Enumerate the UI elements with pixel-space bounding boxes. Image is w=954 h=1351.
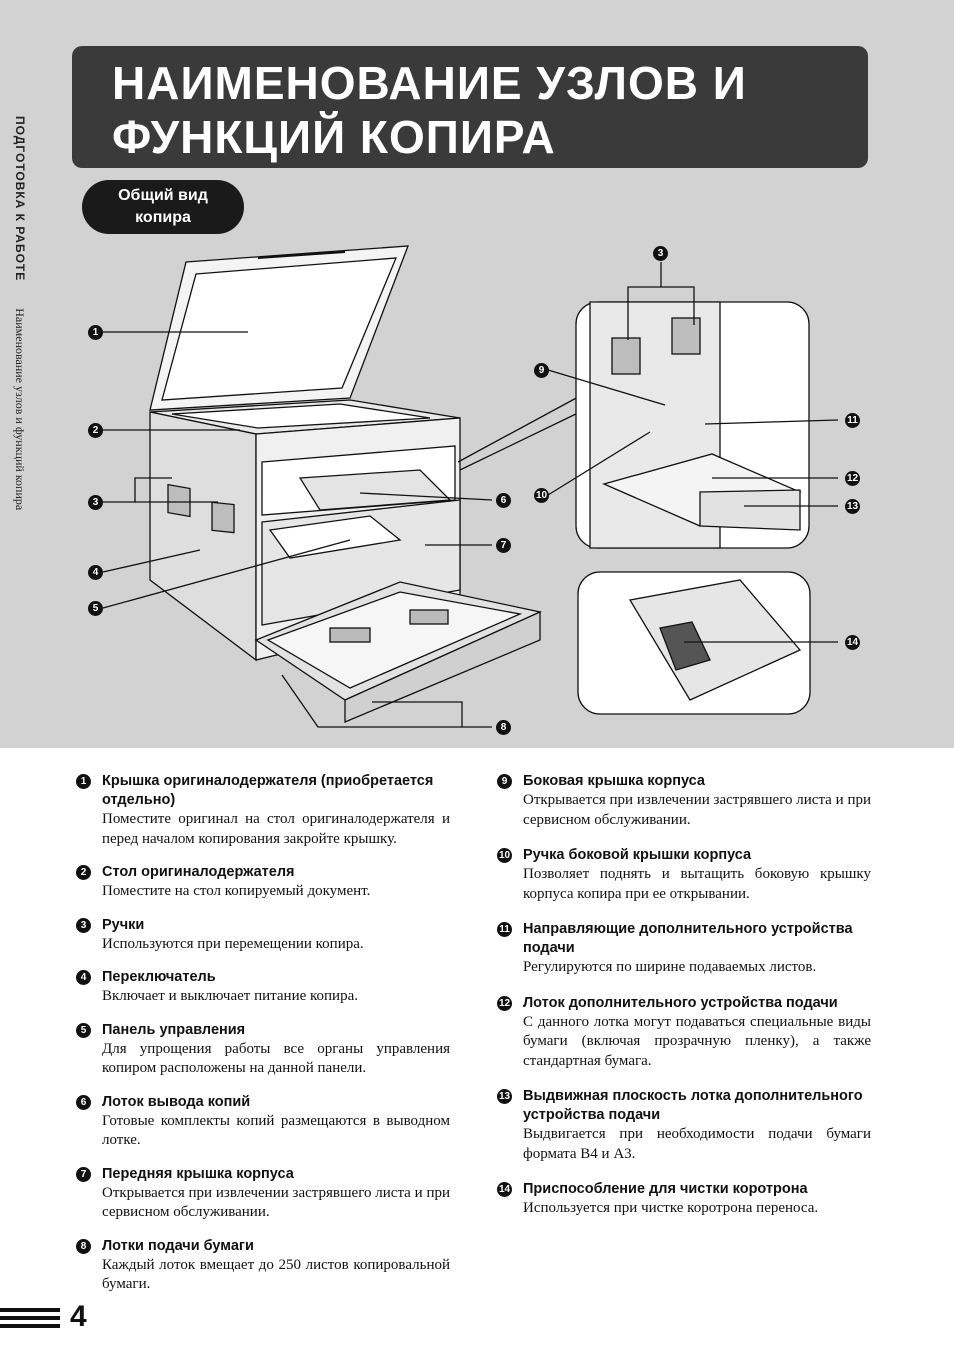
legend-item: 3 Ручки Используются при перемещении коп… bbox=[76, 916, 450, 955]
legend-marker: 5 bbox=[76, 1022, 91, 1038]
callout-4: 4 bbox=[88, 565, 103, 580]
legend-item: 9 Боковая крышка корпуса Открывается при… bbox=[497, 772, 871, 830]
callout-1: 1 bbox=[88, 325, 103, 340]
legend-desc: Открывается при извлечении застрявшего л… bbox=[102, 1184, 450, 1221]
control-panel-drawing bbox=[268, 515, 402, 559]
legend-item: 4 Переключатель Включает и выключает пит… bbox=[76, 968, 450, 1007]
page-title: НАИМЕНОВАНИЕ УЗЛОВ И ФУНКЦИЙ КОПИРА bbox=[72, 46, 868, 168]
legend-item: 1 Крышка оригиналодержателя (приобретает… bbox=[76, 772, 450, 849]
section-badge-line2: копира bbox=[135, 209, 191, 226]
callout-8: 8 bbox=[496, 720, 511, 735]
legend-marker: 13 bbox=[497, 1089, 512, 1104]
legend-title: Передняя крышка корпуса bbox=[102, 1165, 294, 1182]
legend-marker: 14 bbox=[497, 1182, 512, 1197]
exit-tray-drawing bbox=[298, 469, 452, 511]
legend-item: 10 Ручка боковой крышки корпуса Позволяе… bbox=[497, 846, 871, 904]
legend-desc: Готовые комплекты копий размещаются в вы… bbox=[102, 1112, 450, 1149]
legend-desc: Открывается при извлечении застрявшего л… bbox=[523, 792, 871, 828]
legend-title: Лоток вывода копий bbox=[102, 1093, 251, 1110]
page-number: 4 bbox=[70, 1300, 87, 1333]
legend-desc: Используются при перемещении копира. bbox=[102, 935, 364, 952]
legend-title: Панель управления bbox=[102, 1021, 246, 1038]
legend-desc: Выдвигается при необходимости подачи бум… bbox=[523, 1126, 871, 1162]
legend-item: 13 Выдвижная плоскость лотка дополнитель… bbox=[497, 1087, 871, 1164]
callout-11: 11 bbox=[845, 413, 860, 428]
legend-title: Выдвижная плоскость лотка дополнительног… bbox=[523, 1088, 863, 1123]
legend-desc: Для упрощения работы все органы управлен… bbox=[102, 1040, 450, 1077]
legend-title: Боковая крышка корпуса bbox=[523, 773, 705, 789]
callout-13: 13 bbox=[845, 499, 860, 514]
page-title-line2: ФУНКЦИЙ КОПИРА bbox=[112, 111, 556, 163]
legend-item: 8 Лотки подачи бумаги Каждый лоток вмеща… bbox=[76, 1237, 450, 1295]
legend-marker: 10 bbox=[497, 848, 512, 863]
legend-item: 5 Панель управления Для упрощения работы… bbox=[76, 1021, 450, 1079]
copier-illustration bbox=[102, 245, 839, 728]
legend-title: Крышка оригиналодержателя (приобретается… bbox=[102, 773, 434, 808]
legend-item: 7 Передняя крышка корпуса Открывается пр… bbox=[76, 1165, 450, 1223]
side-tab-subsection: Наименование узлов и функций копира bbox=[13, 308, 27, 511]
legend-desc: Регулируются по ширине подаваемых листов… bbox=[523, 959, 817, 975]
legend-desc: Позволяет поднять и вытащить боковую кры… bbox=[523, 866, 871, 902]
callout-6: 6 bbox=[496, 493, 511, 508]
callout-12: 12 bbox=[845, 471, 860, 486]
legend-marker: 1 bbox=[76, 774, 91, 789]
callout-2: 2 bbox=[88, 423, 103, 438]
legend-marker: 8 bbox=[76, 1238, 91, 1254]
callout-9: 9 bbox=[534, 363, 549, 378]
legend-title: Стол оригиналодержателя bbox=[102, 864, 295, 880]
legend-marker: 11 bbox=[497, 922, 512, 937]
legend-marker: 7 bbox=[76, 1166, 91, 1182]
legend-item: 2 Стол оригиналодержателя Поместите на с… bbox=[76, 863, 450, 902]
legend-marker: 6 bbox=[76, 1094, 91, 1110]
legend-item: 11 Направляющие дополнительного устройст… bbox=[497, 920, 871, 978]
legend-left-column: 1 Крышка оригиналодержателя (приобретает… bbox=[76, 772, 450, 1295]
legend-item: 6 Лоток вывода копий Готовые комплекты к… bbox=[76, 1093, 450, 1151]
legend-title: Приспособление для чистки коротрона bbox=[523, 1181, 808, 1197]
callout-3-detail: 3 bbox=[653, 246, 668, 261]
legend-marker: 3 bbox=[76, 917, 91, 933]
callout-14: 14 bbox=[845, 635, 860, 650]
legend-marker: 12 bbox=[497, 995, 512, 1011]
page-number-bars bbox=[0, 1308, 60, 1332]
legend-desc: Используется при чистке коротрона перено… bbox=[523, 1200, 819, 1216]
legend-item: 12 Лоток дополнительного устройства пода… bbox=[497, 994, 871, 1072]
section-badge: Общий вид копира bbox=[82, 180, 244, 234]
legend-item: 14 Приспособление для чистки коротрона И… bbox=[497, 1180, 871, 1219]
side-tab-section: ПОДГОТОВКА К РАБОТЕ bbox=[13, 116, 27, 282]
callout-5: 5 bbox=[88, 601, 103, 616]
legend-title: Переключатель bbox=[102, 969, 216, 985]
legend-title: Лотки подачи бумаги bbox=[102, 1237, 254, 1254]
callout-10: 10 bbox=[534, 488, 549, 503]
legend-marker: 4 bbox=[76, 970, 91, 985]
corona-cleaner-drawing bbox=[659, 621, 711, 671]
legend-title: Ручка боковой крышки корпуса bbox=[523, 847, 752, 863]
legend-title: Лоток дополнительного устройства подачи bbox=[523, 994, 838, 1011]
legend-marker: 9 bbox=[497, 774, 512, 789]
legend-title: Направляющие дополнительного устройства … bbox=[523, 921, 853, 956]
legend-desc: С данного лотка могут подаваться специал… bbox=[523, 1013, 871, 1069]
copier-side-drawing bbox=[149, 411, 257, 662]
section-badge-line1: Общий вид bbox=[118, 187, 208, 204]
legend-desc: Поместите оригинал на стол оригиналодерж… bbox=[102, 811, 450, 847]
legend-marker: 2 bbox=[76, 865, 91, 880]
legend-title: Ручки bbox=[102, 916, 145, 933]
legend-desc: Каждый лоток вмещает до 250 листов копир… bbox=[102, 1256, 450, 1293]
page-title-line1: НАИМЕНОВАНИЕ УЗЛОВ И bbox=[112, 57, 747, 109]
side-tab: ПОДГОТОВКА К РАБОТЕ Наименование узлов и… bbox=[12, 116, 27, 510]
callout-3: 3 bbox=[88, 495, 103, 510]
legend-right-column: 9 Боковая крышка корпуса Открывается при… bbox=[497, 772, 871, 1219]
legend-desc: Включает и выключает питание копира. bbox=[102, 988, 358, 1004]
callout-7: 7 bbox=[496, 538, 511, 553]
legend-desc: Поместите на стол копируемый документ. bbox=[102, 883, 371, 899]
